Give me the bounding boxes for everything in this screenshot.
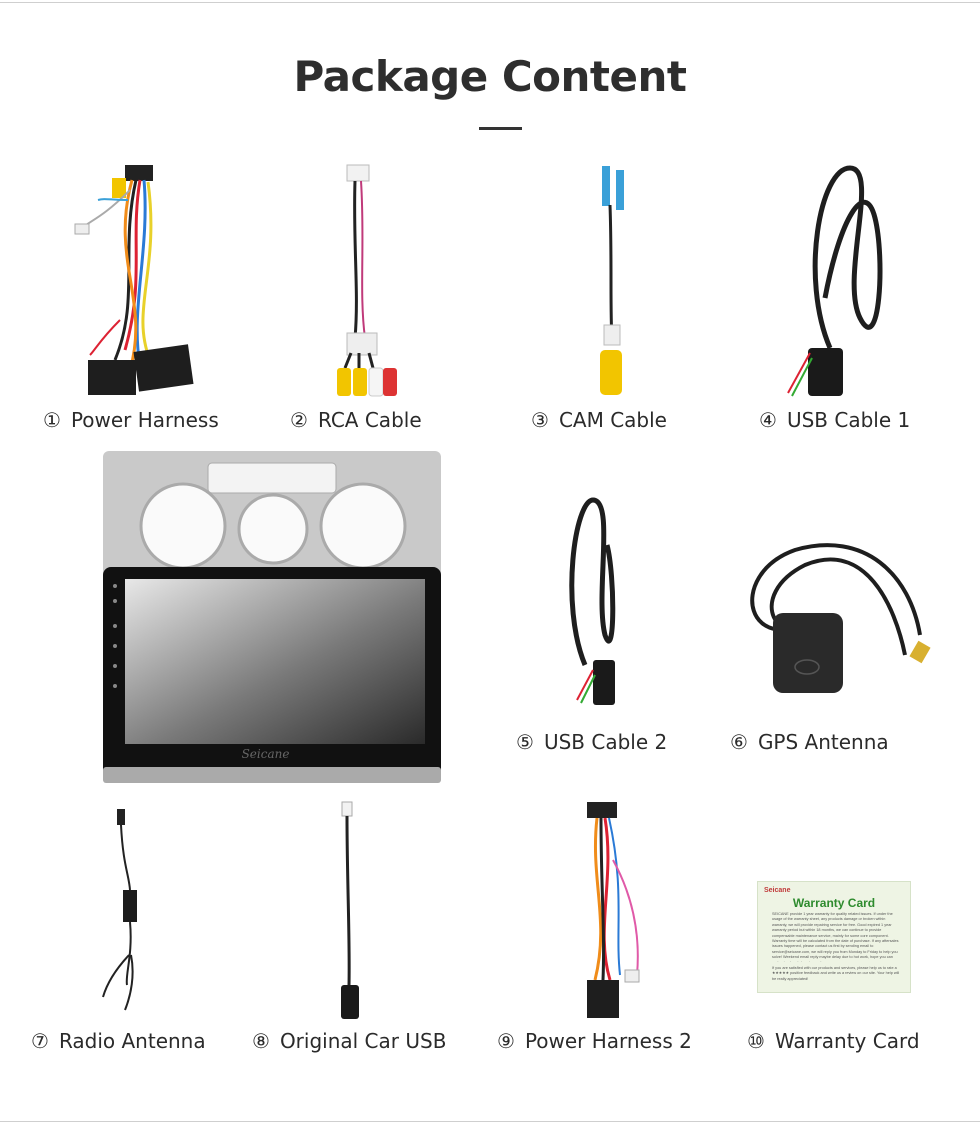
power-harness-2-image — [565, 800, 650, 1022]
title-underline — [479, 127, 522, 130]
cam-cable-image — [590, 160, 640, 405]
warranty-card-body: SEICANE provide 1 year warranty for qual… — [772, 912, 899, 962]
power-harness-icon — [74, 165, 194, 395]
bottom-divider — [0, 1121, 980, 1122]
gps-antenna-icon — [750, 543, 931, 693]
warranty-card-footer: If you are satisfied with our products a… — [772, 966, 900, 981]
warranty-card-brand: Seicane — [764, 887, 791, 894]
rca-cable-icon — [337, 164, 397, 397]
head-unit-image: Seicane — [103, 451, 443, 784]
page-title: Package Content — [293, 52, 687, 101]
head-unit-brand: Seicane — [241, 747, 290, 761]
warranty-card-image: Seicane Warranty Card SEICANE provide 1 … — [757, 881, 911, 993]
usb-cable-2-image — [555, 495, 625, 710]
usb-cable-1-image — [780, 158, 890, 403]
power-harness-image — [70, 160, 210, 405]
rca-cable-image — [325, 163, 405, 403]
head-unit-icon — [103, 451, 441, 783]
top-divider — [0, 2, 980, 3]
warranty-card-heading: Warranty Card — [792, 896, 876, 910]
original-car-usb-image — [330, 800, 370, 1022]
radio-antenna-image — [95, 805, 155, 1020]
usb-cable-icon — [569, 497, 616, 705]
cam-cable-icon — [600, 166, 624, 395]
usb-cable-icon — [787, 165, 883, 397]
car-usb-icon — [341, 801, 359, 1019]
power-harness-icon — [587, 802, 640, 1018]
gps-antenna-image — [735, 535, 945, 700]
radio-antenna-icon — [102, 809, 137, 1011]
